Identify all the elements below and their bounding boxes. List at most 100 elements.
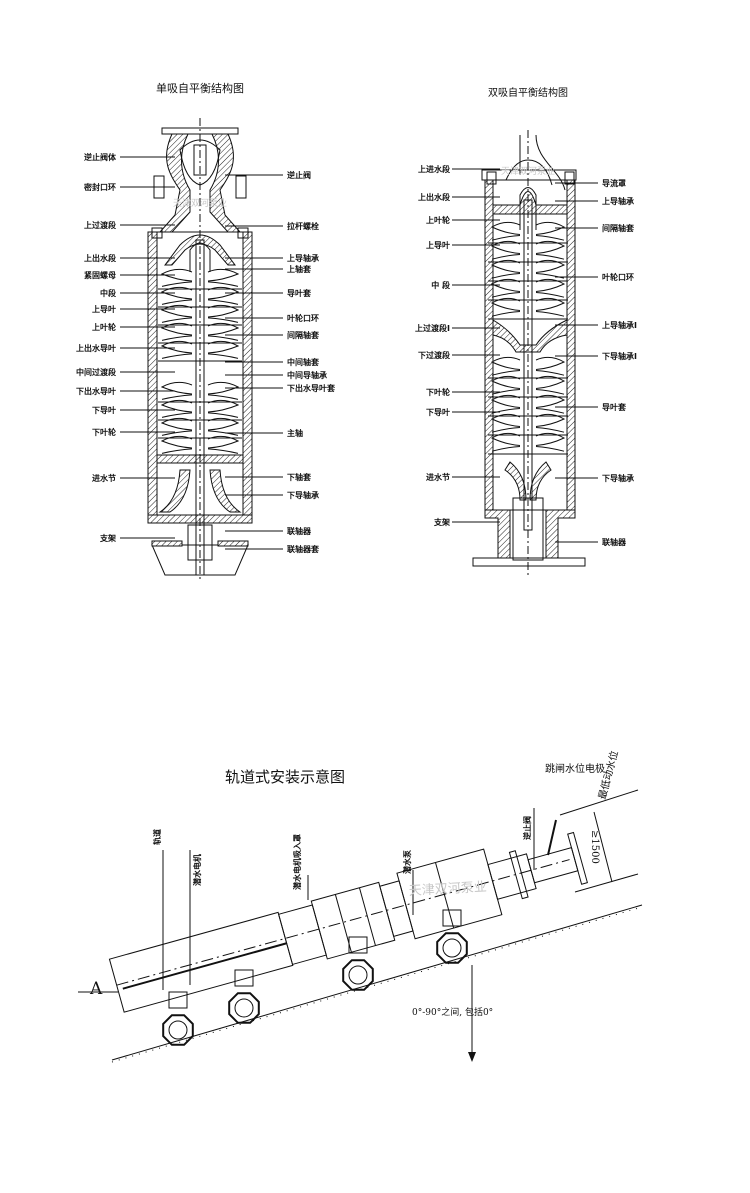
impeller-stage (160, 340, 193, 359)
view-a-label: A (89, 979, 103, 999)
impeller-stage (160, 286, 193, 305)
intake-label: 潜水电机吸入罩 (292, 834, 302, 890)
impeller-stage (535, 375, 566, 395)
part-label: 联轴器 (287, 526, 312, 536)
part-label: 下出水导叶 (76, 386, 116, 396)
roller-bracket (442, 909, 462, 927)
part-label: 支架 (433, 517, 450, 527)
pump-label: 潜水泵 (402, 850, 412, 874)
part-label: 中间过渡段 (76, 367, 116, 377)
watermark: 天津双河泵业 (173, 197, 227, 209)
impeller-stage (490, 221, 521, 241)
rail-roller (436, 932, 468, 964)
part-label: 上出水导叶 (76, 343, 116, 353)
part-label: 上出水段 (84, 253, 116, 263)
impeller-stage (490, 259, 521, 279)
roller-bracket (348, 936, 368, 954)
part-label: 进水节 (426, 472, 450, 482)
part-label: 逆止阀 (287, 170, 311, 180)
impeller-stage (207, 286, 240, 305)
impeller-stage (207, 435, 240, 454)
impeller-stage (160, 381, 193, 400)
double-suction-title: 双吸自平衡结构图 (488, 86, 568, 99)
impeller-stage (535, 432, 566, 452)
impeller-stage (490, 278, 521, 298)
part-label: 下过渡段 (418, 350, 450, 360)
impeller-stage (535, 278, 566, 298)
impeller-stage (535, 356, 566, 376)
roller-bracket (168, 991, 188, 1009)
part-label: 主轴 (287, 428, 303, 438)
watermark: 天津双河泵业 (408, 880, 487, 899)
part-label: 拉杆螺栓 (287, 221, 319, 231)
part-label: 联轴器套 (287, 544, 320, 554)
part-label: 下轴套 (287, 472, 312, 482)
impeller-stage (490, 240, 521, 260)
part-label: 中 段 (431, 280, 450, 290)
part-label: 叶轮口环 (602, 272, 634, 282)
part-label: 上出水段 (418, 192, 450, 202)
impeller-stage (490, 413, 521, 433)
part-label: 支架 (99, 533, 116, 543)
part-label: 叶轮口环 (287, 313, 319, 323)
impeller-stage (160, 435, 193, 454)
impeller-stage (490, 375, 521, 395)
roller-bracket (234, 969, 254, 987)
rail-roller (342, 959, 374, 991)
roller-hub (234, 998, 254, 1018)
impeller-stage (535, 394, 566, 414)
part-label: 上过渡段I (415, 323, 450, 333)
motor-label: 潜水电机 (192, 854, 202, 886)
part-label: 下叶轮 (92, 427, 116, 437)
part-label: 导流罩 (602, 178, 626, 188)
impeller-stage (160, 268, 193, 287)
impeller-stage (207, 381, 240, 400)
rail-installation-drawing: 天津双河泵业 A 0°-90°之间, 包括0° 轨道 潜水电机 潜水电机吸入罩 … (78, 749, 643, 1063)
impeller-stage (207, 322, 240, 341)
part-label: 下导轴承I (602, 351, 637, 361)
impeller-stage (535, 297, 566, 317)
part-label: 中间导轴承 (287, 370, 327, 380)
impeller-stage (207, 417, 240, 436)
impeller-stage (490, 432, 521, 452)
impeller-stage (207, 304, 240, 323)
rail-roller (162, 1014, 194, 1046)
impeller-stage (160, 399, 193, 418)
impeller-stage (490, 356, 521, 376)
part-label: 中间轴套 (287, 357, 320, 367)
impeller-stage (160, 322, 193, 341)
part-label: 逆止阀体 (84, 152, 117, 162)
impeller-stage (490, 297, 521, 317)
part-label: 下导轴承 (602, 473, 634, 483)
impeller-stage (207, 268, 240, 287)
impeller-stage (535, 240, 566, 260)
part-label: 导叶套 (602, 402, 627, 412)
impeller-stage (160, 304, 193, 323)
part-label: 上导轴承I (602, 320, 637, 330)
part-label: 紧固螺母 (84, 270, 116, 280)
part-label: 间隔轴套 (602, 223, 635, 233)
part-label: 间隔轴套 (287, 330, 320, 340)
depth-dimension-label: ≥1500 (589, 830, 600, 864)
part-label: 下出水导叶套 (287, 383, 336, 393)
rail-roller (228, 992, 260, 1024)
part-label: 下导轴承 (287, 490, 319, 500)
angle-note: 0°-90°之间, 包括0° (412, 1006, 493, 1018)
part-label: 上叶轮 (92, 322, 116, 332)
double-suction-pump-drawing: 天津双河泵业 (472, 130, 586, 575)
single-suction-pump-drawing: 天津双河泵业 (147, 118, 253, 582)
part-label: 进水节 (92, 473, 116, 483)
part-label: 上叶轮 (426, 215, 450, 225)
rail-install-title: 轨道式安装示意图 (225, 768, 345, 786)
part-label: 中段 (100, 288, 116, 298)
impeller-stage (207, 399, 240, 418)
impeller-stage (207, 340, 240, 359)
part-label: 上进水段 (418, 164, 450, 174)
check-valve-label: 逆止阀 (522, 816, 532, 840)
roller-hub (168, 1020, 188, 1040)
part-label: 导叶套 (287, 288, 312, 298)
part-label: 下导叶 (92, 405, 116, 415)
impeller-stage (490, 394, 521, 414)
electrode-label: 跳闸水位电极 (545, 762, 605, 775)
